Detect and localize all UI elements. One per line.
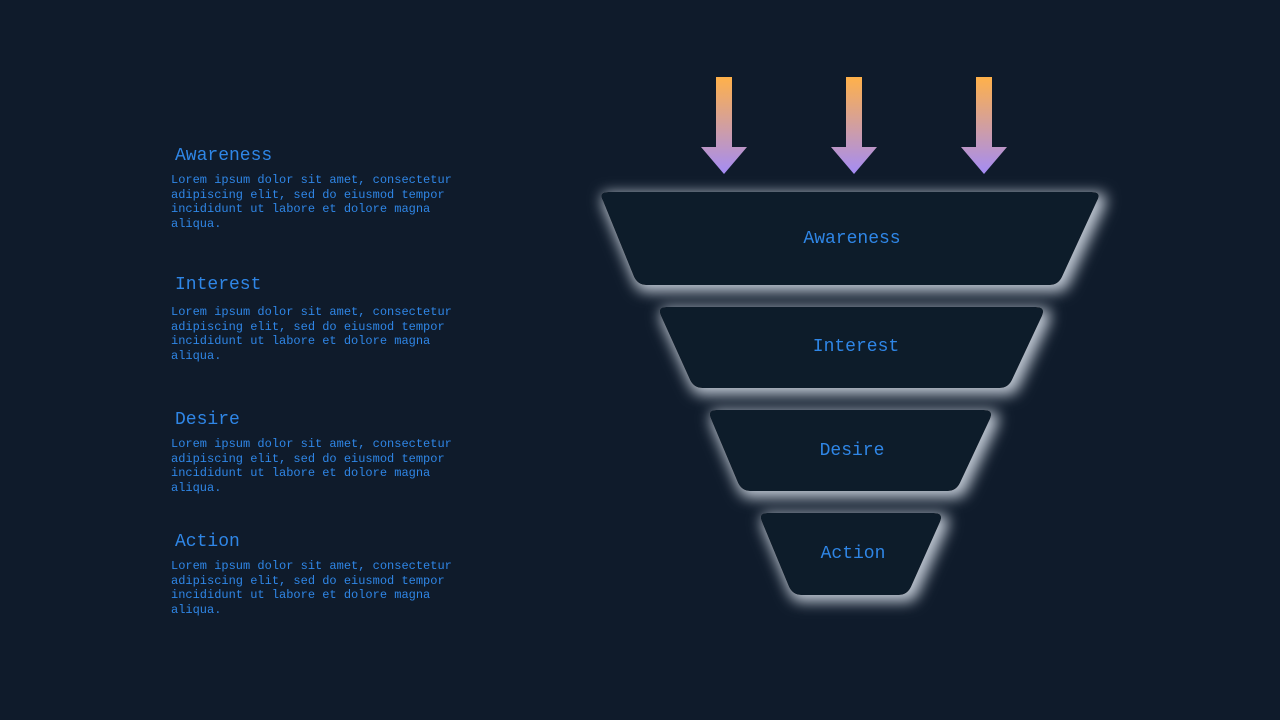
down-arrow-icon (701, 77, 747, 174)
funnel-stage-label: Action (821, 544, 886, 564)
description-title: Interest (175, 275, 262, 295)
funnel-stage-label: Awareness (803, 229, 900, 249)
down-arrow-icon (831, 77, 877, 174)
down-arrow-icon (961, 77, 1007, 174)
funnel-stage-label: Interest (813, 337, 899, 357)
description-title: Awareness (175, 146, 273, 166)
funnel-stage-label: Desire (820, 441, 885, 461)
funnel-stage-interest: Interest (659, 307, 1044, 388)
arrow-group (701, 77, 1007, 174)
description-desire: Desire Lorem ipsum dolor sit amet, conse… (171, 409, 471, 495)
description-awareness: Awareness Lorem ipsum dolor sit amet, co… (171, 145, 471, 231)
description-title: Action (175, 532, 240, 552)
description-interest: Interest Lorem ipsum dolor sit amet, con… (171, 274, 471, 363)
description-title: Desire (175, 410, 240, 430)
funnel-stage-awareness: Awareness (601, 192, 1099, 285)
description-action: Action Lorem ipsum dolor sit amet, conse… (171, 531, 471, 617)
description-text: Lorem ipsum dolor sit amet, consectetur … (171, 559, 452, 617)
funnel-stage-action: Action (760, 513, 942, 595)
description-text: Lorem ipsum dolor sit amet, consectetur … (171, 173, 452, 231)
description-text: Lorem ipsum dolor sit amet, consectetur … (171, 305, 452, 363)
funnel-stage-desire: Desire (709, 410, 992, 491)
description-text: Lorem ipsum dolor sit amet, consectetur … (171, 437, 452, 495)
